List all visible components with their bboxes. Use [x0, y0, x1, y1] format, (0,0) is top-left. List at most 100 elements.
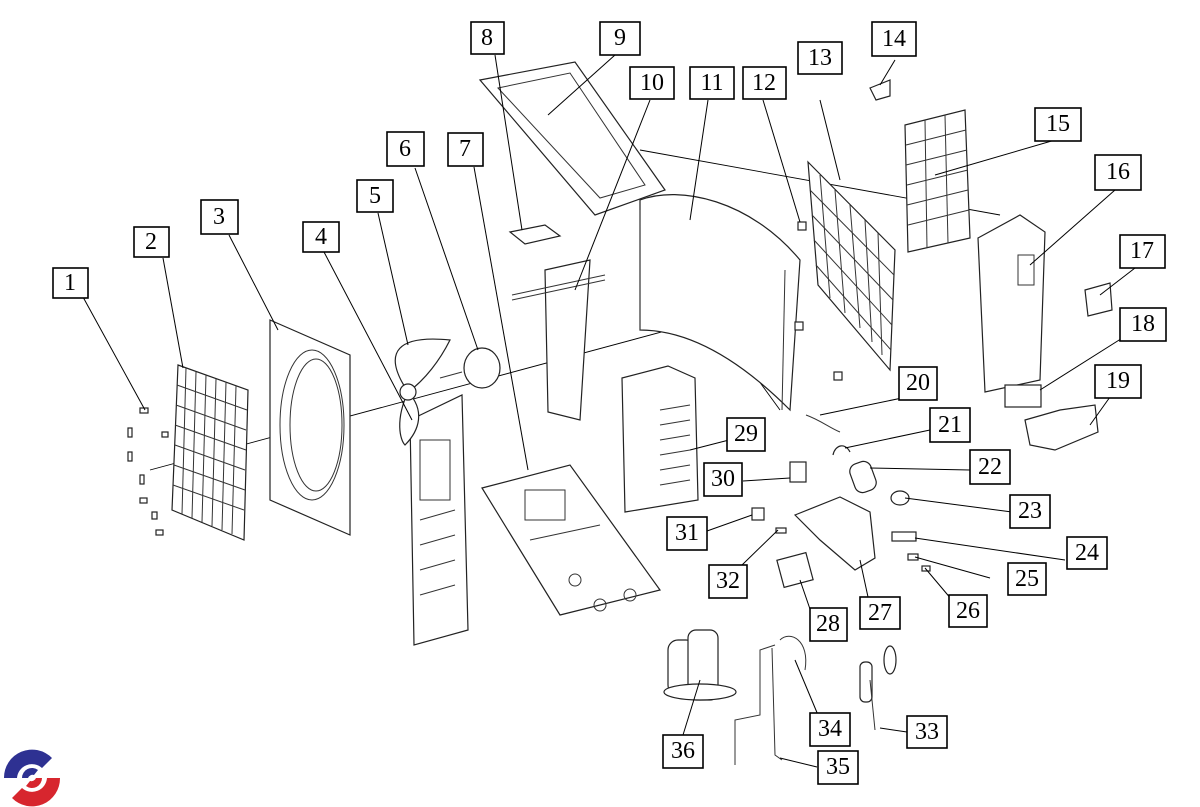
callout-label: 11: [700, 70, 723, 96]
callout-24: 24: [1066, 536, 1108, 570]
callout-label: 14: [882, 26, 906, 52]
callout-label: 10: [640, 70, 664, 96]
callout-label: 34: [818, 716, 842, 742]
callout-22: 22: [969, 449, 1011, 485]
part-control-board: [776, 551, 814, 589]
callout-label: 9: [614, 25, 626, 51]
callout-label: 20: [906, 370, 930, 396]
callout-label: 33: [915, 719, 939, 745]
callout-2: 2: [133, 226, 170, 258]
callout-label: 15: [1046, 111, 1070, 137]
callout-15: 15: [1034, 107, 1082, 142]
callout-18: 18: [1119, 307, 1167, 342]
callout-19: 19: [1094, 364, 1142, 399]
part-wire: [805, 414, 841, 433]
part-motor-bracket: [511, 259, 606, 421]
callout-label: 19: [1106, 368, 1130, 394]
part-terminal-strip: [891, 531, 917, 542]
part-connector: [775, 527, 787, 534]
callout-20: 20: [898, 366, 938, 401]
callout-label: 3: [213, 204, 225, 230]
callout-3: 3: [200, 199, 239, 235]
callout-28: 28: [809, 607, 848, 642]
part-left-side-panel: [409, 394, 469, 646]
part-right-side-panel: [977, 214, 1046, 393]
callout-label: 7: [459, 136, 471, 162]
leader-lines: [82, 54, 1136, 768]
callout-label: 17: [1130, 238, 1154, 264]
part-rear-grille: [807, 160, 896, 372]
callout-label: 22: [978, 454, 1002, 480]
callout-36: 36: [662, 734, 704, 769]
callout-label: 6: [399, 136, 411, 162]
callout-label: 21: [938, 412, 962, 438]
callout-label: 36: [671, 738, 695, 764]
callout-label: 5: [369, 183, 381, 209]
part-top-cover: [478, 61, 666, 216]
callout-21: 21: [929, 407, 971, 443]
callout-34: 34: [809, 712, 851, 747]
callout-label: 1: [64, 270, 76, 296]
part-screws: [127, 407, 181, 536]
callout-label: 4: [315, 224, 327, 250]
callout-26: 26: [948, 594, 988, 628]
callout-11: 11: [689, 66, 735, 100]
callout-27: 27: [859, 596, 901, 630]
part-terminal-cover: [1084, 282, 1113, 317]
callout-label: 35: [826, 754, 850, 780]
callout-label: 31: [675, 520, 699, 546]
callout-16: 16: [1094, 154, 1142, 191]
callout-label: 26: [956, 598, 980, 624]
callout-5: 5: [356, 179, 394, 213]
part-condenser-coil: [639, 194, 801, 412]
callout-label: 23: [1018, 498, 1042, 524]
callout-25: 25: [1007, 562, 1047, 596]
part-handle: [869, 79, 891, 101]
part-sensor-holder: [751, 507, 765, 521]
callout-6: 6: [386, 131, 425, 167]
callout-label: 2: [145, 229, 157, 255]
brand-logo-icon: [3, 749, 61, 807]
callout-14: 14: [871, 21, 917, 57]
part-small-cover: [508, 224, 562, 245]
part-terminal-block: [1004, 384, 1042, 408]
callout-23: 23: [1009, 494, 1051, 529]
part-electrical-box: [793, 496, 876, 571]
callout-1: 1: [52, 267, 89, 299]
part-piping: [734, 635, 807, 765]
part-fuse: [907, 553, 919, 561]
part-reactor: [890, 490, 910, 506]
callout-17: 17: [1119, 234, 1166, 269]
part-reversing-valve: [859, 645, 897, 731]
part-compressor: [663, 629, 737, 701]
callout-31: 31: [666, 516, 708, 551]
callout-label: 30: [711, 466, 735, 492]
callout-35: 35: [817, 750, 859, 785]
part-partition-plate: [621, 365, 699, 513]
callout-label: 16: [1106, 159, 1130, 185]
callout-7: 7: [447, 132, 484, 167]
callout-8: 8: [470, 21, 505, 55]
part-front-panel: [269, 319, 351, 536]
callout-label: 28: [816, 611, 840, 637]
callout-label: 8: [481, 25, 493, 51]
callout-label: 32: [716, 568, 740, 594]
callout-label: 29: [734, 421, 758, 447]
callout-12: 12: [742, 66, 787, 100]
callout-label: 12: [752, 70, 776, 96]
callout-30: 30: [703, 462, 743, 497]
part-base-tray: [481, 464, 662, 616]
callout-label: 13: [808, 45, 832, 71]
callout-13: 13: [797, 41, 843, 75]
part-fan-motor: [439, 347, 501, 389]
callout-label: 18: [1131, 311, 1155, 337]
callout-label: 25: [1015, 566, 1039, 592]
part-front-grille: [171, 364, 249, 541]
callout-9: 9: [599, 21, 641, 56]
callout-label: 24: [1075, 540, 1099, 566]
callout-33: 33: [906, 715, 948, 749]
part-valve-cover: [1024, 404, 1099, 451]
callout-4: 4: [302, 221, 340, 253]
part-right-side-grille: [904, 109, 971, 253]
